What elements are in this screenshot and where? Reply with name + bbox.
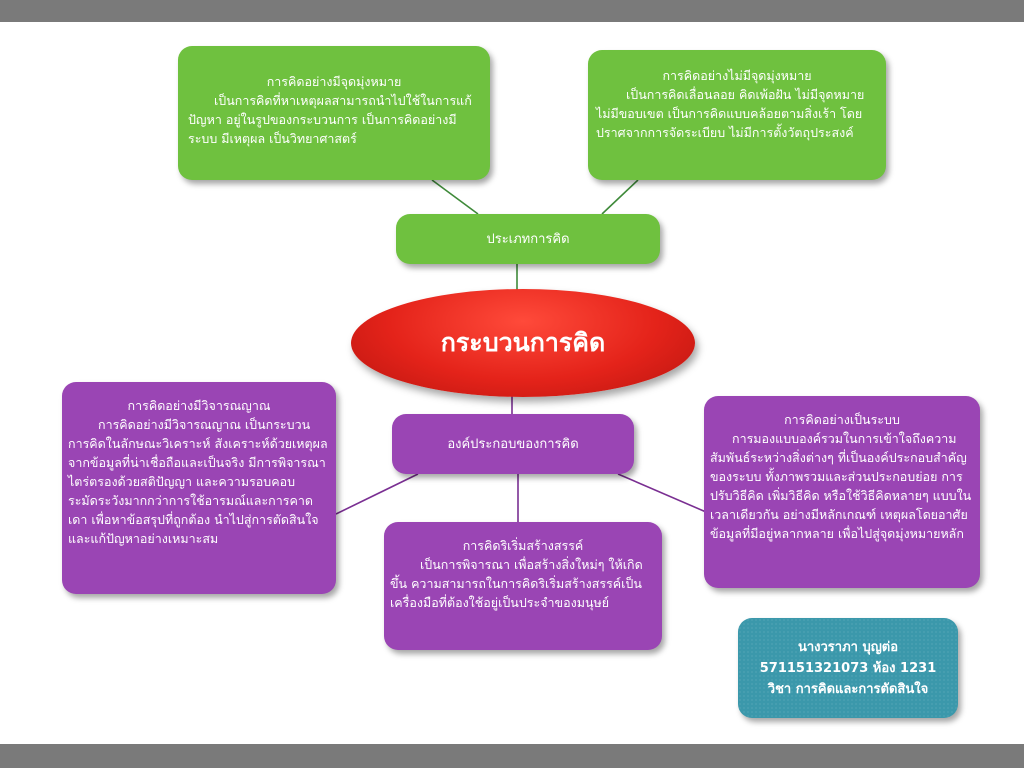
author-course: วิชา การคิดและการตัดสินใจ [767,681,929,697]
critical-thinking-box: การคิดอย่างมีวิจารณญาณ การคิดอย่างมีวิจา… [62,382,336,594]
connector-systems [617,473,707,513]
creative-thinking-body: เป็นการพิจารณา เพื่อสร้างสิ่งใหม่ๆ ให้เก… [390,557,643,610]
author-info-box: นางวราภา บุญต่อ 571151321073 ห้อง 1231 ว… [738,618,958,718]
critical-thinking-body: การคิดอย่างมีวิจารณญาณ เป็นกระบวนการคิดใ… [68,417,328,546]
center-topic-title: กระบวนการคิด [440,328,606,357]
critical-thinking-title: การคิดอย่างมีวิจารณญาณ [127,398,271,413]
systems-thinking-body: การมองแบบองค์รวมในการเข้าใจถึงความสัมพัน… [710,431,972,541]
mind-map-slide: การคิดอย่างมีจุดมุ่งหมาย เป็นการคิดที่หา… [0,22,1024,744]
systems-thinking-title: การคิดอย่างเป็นระบบ [784,412,900,427]
center-topic-ellipse: กระบวนการคิด [351,289,695,397]
thinking-types-label-text: ประเภทการคิด [486,231,570,247]
connector-lines [335,179,707,522]
thinking-components-label-text: องค์ประกอบของการคิด [447,436,579,452]
creative-thinking-box: การคิดริเริ่มสร้างสรรค์ เป็นการพิจารณา เ… [384,522,662,650]
author-name: นางวราภา บุญต่อ [797,639,899,655]
purposeful-thinking-body: เป็นการคิดที่หาเหตุผลสามารถนำไปใช้ในการแ… [188,93,472,146]
purposeless-thinking-title: การคิดอย่างไม่มีจุดมุ่งหมาย [662,68,812,83]
purposeless-thinking-box: การคิดอย่างไม่มีจุดมุ่งหมาย เป็นการคิดเล… [588,50,886,180]
systems-thinking-box: การคิดอย่างเป็นระบบ การมองแบบองค์รวมในกา… [704,396,980,588]
connector-critical [335,473,419,515]
author-id-room: 571151321073 ห้อง 1231 [759,660,937,676]
connector-purposeful [431,179,479,215]
thinking-types-label: ประเภทการคิด [396,214,660,264]
purposeful-thinking-box: การคิดอย่างมีจุดมุ่งหมาย เป็นการคิดที่หา… [178,46,490,180]
creative-thinking-title: การคิดริเริ่มสร้างสรรค์ [462,538,584,553]
thinking-components-label: องค์ประกอบของการคิด [392,414,634,474]
purposeless-thinking-body: เป็นการคิดเลื่อนลอย คิดเพ้อฝัน ไม่มีจุดห… [596,87,865,140]
connector-purposeless [601,179,639,215]
purposeful-thinking-title: การคิดอย่างมีจุดมุ่งหมาย [266,74,402,89]
